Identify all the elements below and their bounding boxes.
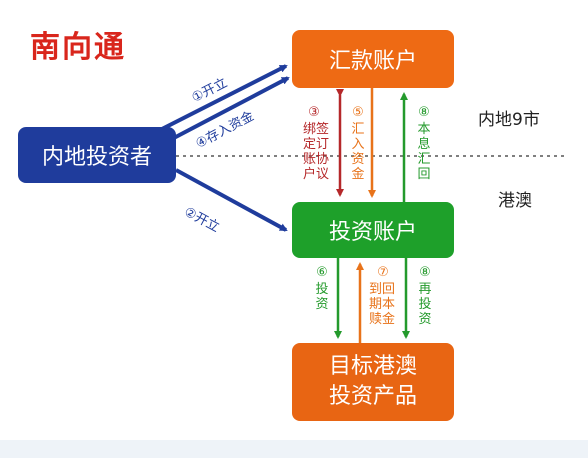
product-line2: 投资产品 xyxy=(328,384,417,409)
node-target-product: 目标港澳 投资产品 xyxy=(292,343,454,421)
node-invest-account: 投资账户 xyxy=(292,202,454,258)
node-remit-account: 汇款账户 xyxy=(292,30,454,88)
node-investor: 内地投资者 xyxy=(18,127,176,183)
label-principal-text: 本息汇回 xyxy=(417,122,431,182)
label-bind-text: 绑签定订账协户议 xyxy=(302,122,329,182)
label-maturity-num: ⑦ xyxy=(377,265,389,280)
label-bind-num: ③ xyxy=(308,105,320,120)
edge-deposit-arrow xyxy=(169,76,290,142)
diagram-title: 南向通 xyxy=(30,30,126,65)
edge-open2-arrow xyxy=(175,168,288,232)
label-maturity-text: 到回期本赎金 xyxy=(368,282,395,327)
label-remit-in-text: 汇入资金 xyxy=(351,122,365,182)
footer-band xyxy=(0,440,588,458)
label-remit-in-num: ⑤ xyxy=(352,105,364,120)
region-mainland: 内地9市 xyxy=(478,110,540,130)
label-invest-num: ⑥ xyxy=(316,265,328,280)
label-principal-num: ⑧ xyxy=(418,105,430,120)
label-invest-text: 投资 xyxy=(315,282,329,312)
label-reinvest-text: 再投资 xyxy=(418,282,432,327)
edge-open1-arrow xyxy=(159,64,288,132)
label-reinvest-num: ⑧ xyxy=(419,265,431,280)
product-line1: 目标港澳 xyxy=(328,354,417,379)
region-hkmo: 港澳 xyxy=(498,191,532,211)
